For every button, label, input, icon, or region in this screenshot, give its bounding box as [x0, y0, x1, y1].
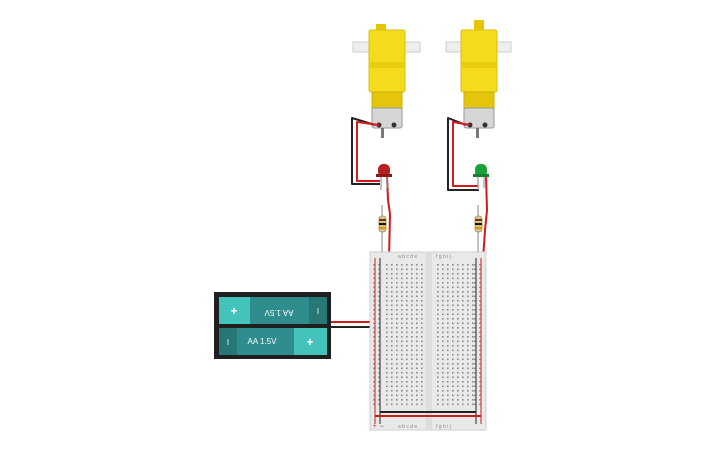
led-green[interactable] [473, 164, 489, 190]
rail-minus-label: − [380, 424, 384, 430]
cell-2-plus: + [306, 335, 313, 349]
breadboard[interactable]: a b c d e f g h i j a b c d e f g h i j … [369, 251, 487, 431]
wire-black-motor2[interactable] [447, 117, 479, 191]
rail-plus-label: + [373, 424, 377, 430]
breadboard-holes[interactable] [373, 264, 481, 406]
wire-black-motor1[interactable] [351, 117, 380, 185]
cell-1-minus: I [317, 307, 319, 316]
battery-cell-1[interactable]: + I AA 1.5V [219, 297, 327, 324]
resistor-2[interactable] [474, 205, 483, 258]
breadboard-letters-left-top: a b c d e [398, 254, 417, 260]
resistor-1[interactable] [378, 205, 387, 258]
wire-red-led1[interactable] [386, 175, 391, 261]
breadboard-letters-right-top: f g h i j [436, 254, 451, 260]
led-red[interactable] [376, 164, 392, 190]
wire-red-led2[interactable] [482, 175, 488, 261]
wire-red-motor2[interactable] [452, 121, 478, 187]
cell-1-plus: + [230, 304, 237, 318]
cell-1-label: AA 1.5V [264, 308, 294, 317]
dc-motor-1[interactable] [352, 24, 421, 138]
battery-pack[interactable]: + I AA 1.5V I AA 1.5V + [214, 292, 331, 359]
wire-red-motor1[interactable] [356, 121, 380, 182]
cell-2-label: AA 1.5V [248, 337, 278, 346]
breadboard-letters-right-bottom: f g h i j [436, 424, 451, 430]
cell-2-minus: I [227, 338, 229, 347]
battery-cell-2[interactable]: I AA 1.5V + [219, 328, 327, 355]
breadboard-letters-left-bottom: a b c d e [398, 424, 417, 430]
dc-motor-2[interactable] [445, 20, 512, 138]
